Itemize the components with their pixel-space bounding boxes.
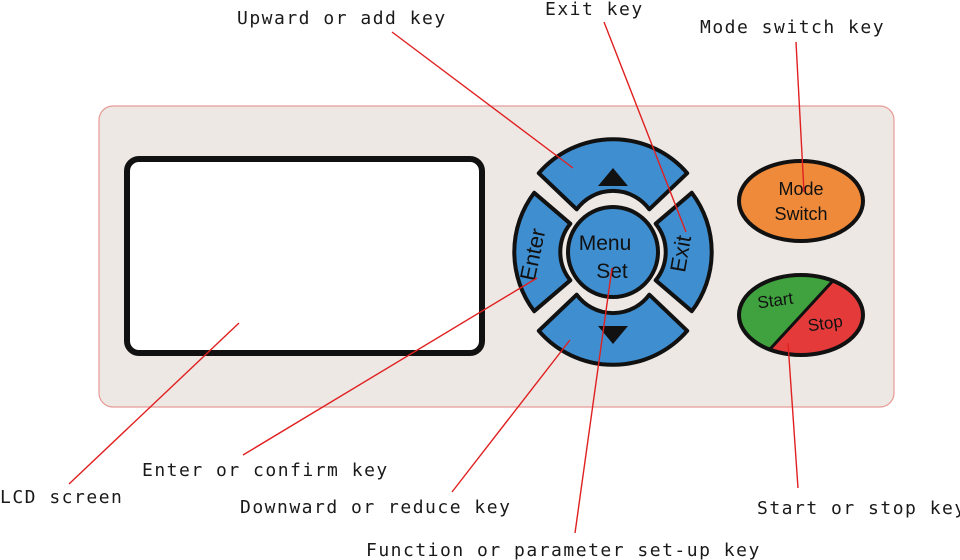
stop-label: Stop bbox=[807, 312, 844, 336]
menu-set-key[interactable] bbox=[566, 205, 660, 299]
leader-enter bbox=[242, 277, 538, 456]
label-exit-key: Exit key bbox=[545, 0, 644, 20]
leader-start-stop bbox=[787, 342, 799, 489]
mode-switch-key[interactable] bbox=[737, 159, 865, 243]
down-arrow-icon bbox=[598, 326, 628, 344]
leader-lcd bbox=[68, 322, 240, 485]
label-mode-key: Mode switch key bbox=[700, 17, 885, 38]
leader-up bbox=[391, 31, 574, 169]
start-stop-key[interactable] bbox=[735, 270, 870, 360]
leader-down bbox=[451, 339, 571, 493]
label-menu-key: Function or parameter set-up key bbox=[366, 540, 761, 560]
menu-label: Menu bbox=[579, 232, 632, 255]
leader-menu bbox=[574, 267, 613, 534]
mode-label: Mode bbox=[778, 179, 823, 199]
start-label: Start bbox=[756, 289, 794, 313]
label-down-key: Downward or reduce key bbox=[240, 497, 511, 518]
leader-exit bbox=[603, 21, 687, 233]
up-arrow-icon bbox=[598, 168, 628, 186]
exit-key[interactable] bbox=[653, 190, 714, 314]
lcd-screen bbox=[124, 156, 485, 356]
label-up-key: Upward or add key bbox=[237, 8, 447, 29]
stop-half bbox=[760, 275, 863, 355]
switch-label: Switch bbox=[774, 204, 827, 224]
enter-key[interactable] bbox=[512, 190, 573, 314]
start-half bbox=[739, 275, 841, 355]
label-start-stop-key: Start or stop key bbox=[757, 498, 960, 519]
label-enter-key: Enter or confirm key bbox=[142, 460, 389, 481]
label-lcd-screen: LCD screen bbox=[0, 487, 123, 508]
leader-mode bbox=[795, 41, 805, 193]
